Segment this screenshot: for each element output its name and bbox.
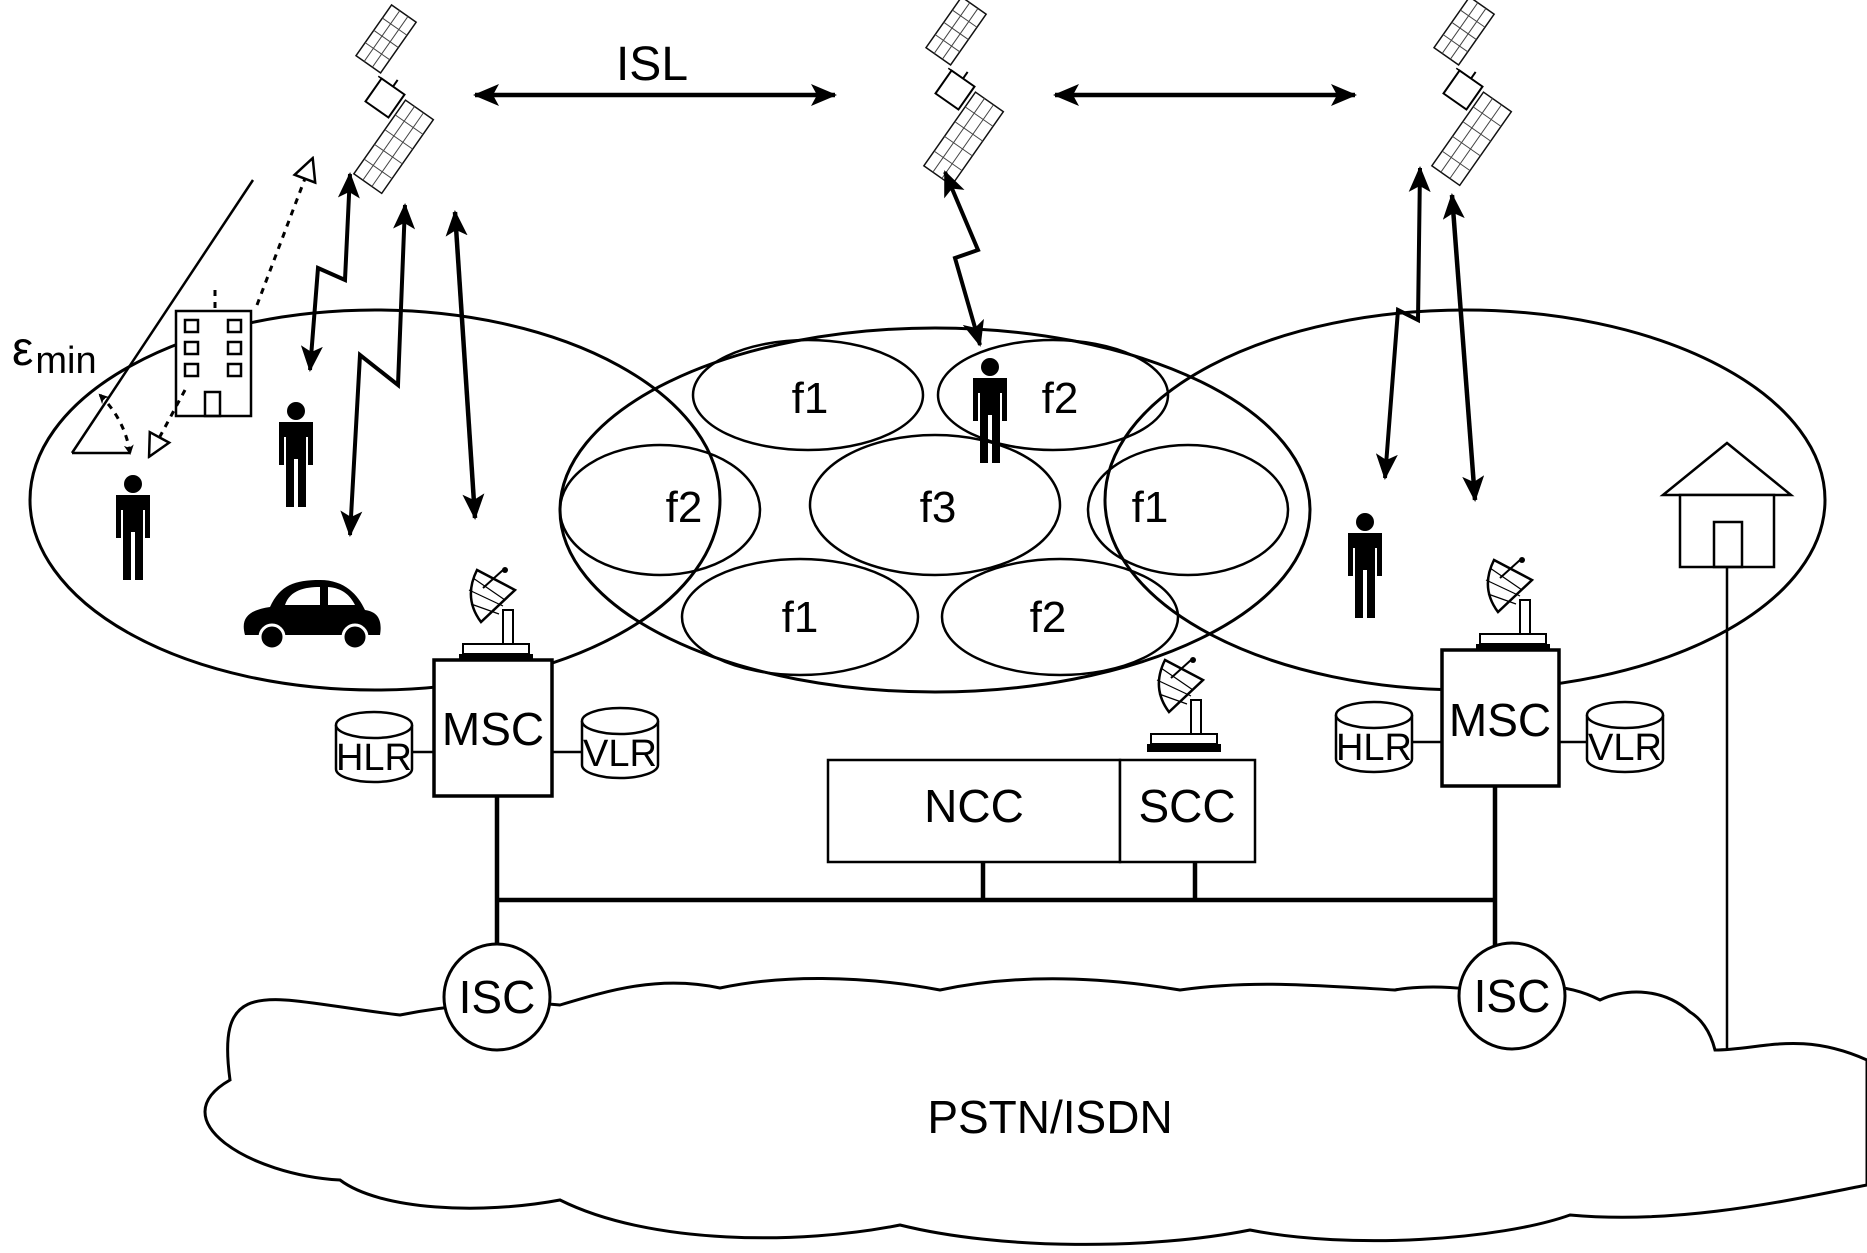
radio-link-bolt bbox=[945, 172, 980, 345]
cell-label-mid-right: f1 bbox=[1132, 483, 1169, 532]
msc-label-right: MSC bbox=[1449, 694, 1551, 746]
msc-label-left: MSC bbox=[442, 703, 544, 755]
hlr-label-right: HLR bbox=[1336, 727, 1412, 769]
epsilon-min-label: εmin bbox=[12, 323, 97, 382]
cell-label-top-left: f1 bbox=[792, 374, 829, 423]
vlr-label-left: VLR bbox=[583, 733, 657, 775]
satellite-dish-icon bbox=[1147, 657, 1221, 752]
cell-label-center: f3 bbox=[920, 483, 957, 532]
cell-label-top-right: f2 bbox=[1042, 374, 1079, 423]
cell-mid-left bbox=[560, 445, 760, 575]
satellite-dish-icon bbox=[1476, 557, 1550, 652]
cell-label-bottom-right: f2 bbox=[1030, 593, 1067, 642]
person-icon bbox=[973, 358, 1007, 463]
cell-label-mid-left: f2 bbox=[666, 483, 703, 532]
feeder-link-arrow bbox=[1452, 195, 1475, 500]
person-icon bbox=[116, 475, 150, 580]
house-icon bbox=[1663, 443, 1791, 567]
ncc-label: NCC bbox=[924, 780, 1024, 832]
hlr-label-left: HLR bbox=[336, 737, 412, 779]
isc-label-right: ISC bbox=[1474, 970, 1551, 1022]
radio-link-bolt bbox=[310, 174, 350, 370]
scc-label: SCC bbox=[1138, 780, 1235, 832]
building-icon bbox=[176, 311, 251, 416]
vlr-label-right: VLR bbox=[1588, 727, 1662, 769]
person-icon bbox=[279, 402, 313, 507]
car-icon bbox=[244, 580, 381, 649]
cell-mid-right bbox=[1088, 445, 1288, 575]
feeder-link-arrow bbox=[455, 212, 475, 518]
reflected-path-up bbox=[257, 160, 312, 305]
satellite-icon bbox=[870, 0, 1044, 185]
pstn-label: PSTN/ISDN bbox=[927, 1091, 1172, 1143]
radio-link-bolt bbox=[350, 205, 405, 535]
satellite-icon bbox=[300, 5, 474, 193]
cell-label-bottom-left: f1 bbox=[782, 593, 819, 642]
isc-label-left: ISC bbox=[459, 971, 536, 1023]
isl-label: ISL bbox=[616, 38, 688, 91]
person-icon bbox=[1348, 513, 1382, 618]
satellite-icon bbox=[1378, 0, 1552, 185]
radio-link-bolt bbox=[1385, 168, 1420, 478]
satellite-dish-icon bbox=[459, 567, 533, 662]
